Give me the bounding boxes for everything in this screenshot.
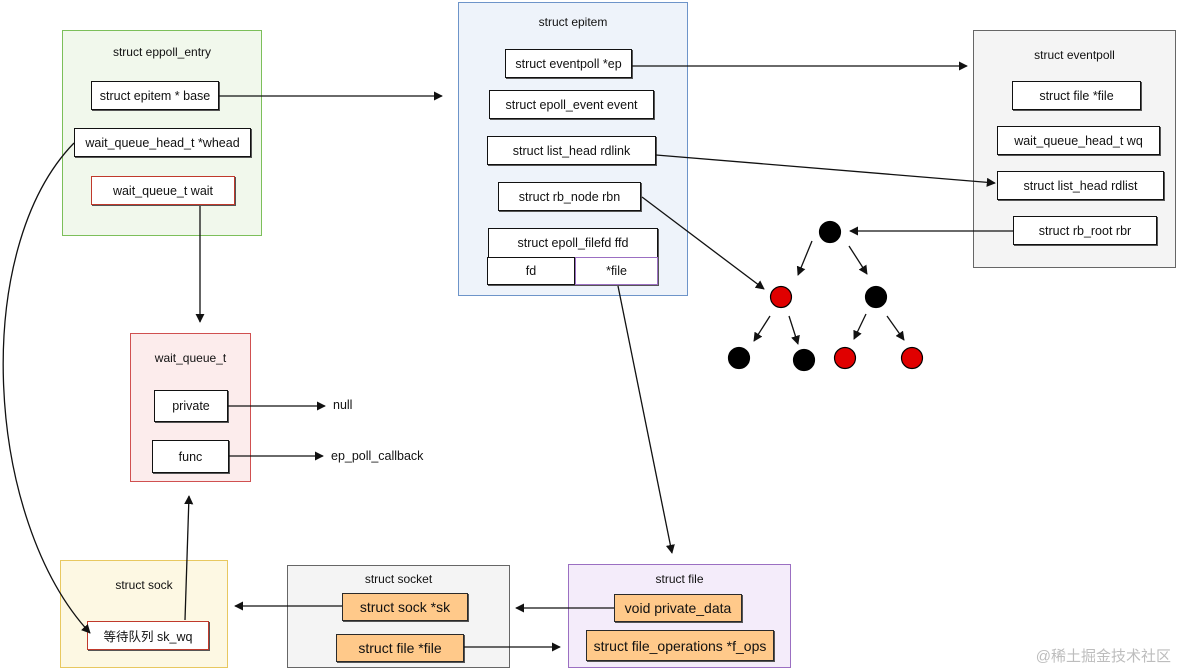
eventpoll-rbr-field: struct rb_root rbr: [1013, 216, 1157, 245]
rb-node-red: [769, 285, 793, 309]
epitem-event-field: struct epoll_event event: [489, 90, 654, 119]
eppoll-whead-field: wait_queue_head_t *whead: [74, 128, 251, 157]
arrow-file-to-struct-file: [617, 285, 675, 554]
epitem-title: struct epitem: [538, 15, 608, 29]
wait-queue-func-field: func: [152, 440, 229, 473]
rb-node-black: [792, 348, 816, 372]
tree-edge-root-left: [796, 240, 813, 276]
watermark: @稀土掘金技术社区: [1035, 648, 1171, 665]
tree-edge-black-rr: [886, 315, 905, 341]
epitem-ep-field: struct eventpoll *ep: [505, 49, 632, 78]
eventpoll-file-field: struct file *file: [1012, 81, 1141, 110]
sock-group: struct sock: [60, 560, 228, 668]
rb-tree: [727, 220, 924, 372]
epitem-fd-field: fd: [487, 257, 575, 285]
arrow-rdlink-to-rdlist: [655, 154, 996, 187]
eventpoll-wq-field: wait_queue_head_t wq: [997, 126, 1160, 155]
socket-title: struct socket: [364, 572, 433, 586]
eppoll-wait-field: wait_queue_t wait: [91, 176, 235, 205]
eventpoll-title: struct eventpoll: [1034, 48, 1115, 62]
tree-edge-red-ll: [753, 315, 771, 342]
epitem-ffd-field: struct epoll_filefd ffd: [488, 228, 658, 258]
socket-sk-field: struct sock *sk: [342, 593, 468, 621]
rb-node-black: [818, 220, 842, 244]
func-target-label: ep_poll_callback: [331, 449, 424, 463]
tree-edge-black-rl: [853, 313, 867, 340]
private-target-label: null: [333, 398, 353, 412]
eppoll-entry-title: struct eppoll_entry: [112, 45, 212, 59]
rb-node-black: [864, 285, 888, 309]
sock-skwq-field: 等待队列 sk_wq: [87, 621, 209, 650]
rb-node-red: [833, 346, 857, 370]
eppoll-base-field: struct epitem * base: [91, 81, 219, 110]
wait-queue-title: wait_queue_t: [154, 351, 227, 365]
eventpoll-rdlist-field: struct list_head rdlist: [997, 171, 1164, 200]
sock-title: struct sock: [115, 578, 173, 592]
rb-node-black: [727, 346, 751, 370]
epitem-rdlink-field: struct list_head rdlink: [487, 136, 656, 165]
socket-file-field: struct file *file: [336, 634, 464, 662]
file-title: struct file: [655, 572, 704, 586]
epitem-rbn-field: struct rb_node rbn: [498, 182, 641, 211]
rb-node-red: [900, 346, 924, 370]
tree-edge-root-right: [848, 245, 868, 275]
file-fops-field: struct file_operations *f_ops: [586, 630, 774, 661]
wait-queue-private-field: private: [154, 390, 228, 422]
file-private-data-field: void private_data: [614, 594, 742, 622]
epitem-file-field: *file: [575, 257, 658, 285]
tree-edge-red-lr: [788, 315, 800, 345]
